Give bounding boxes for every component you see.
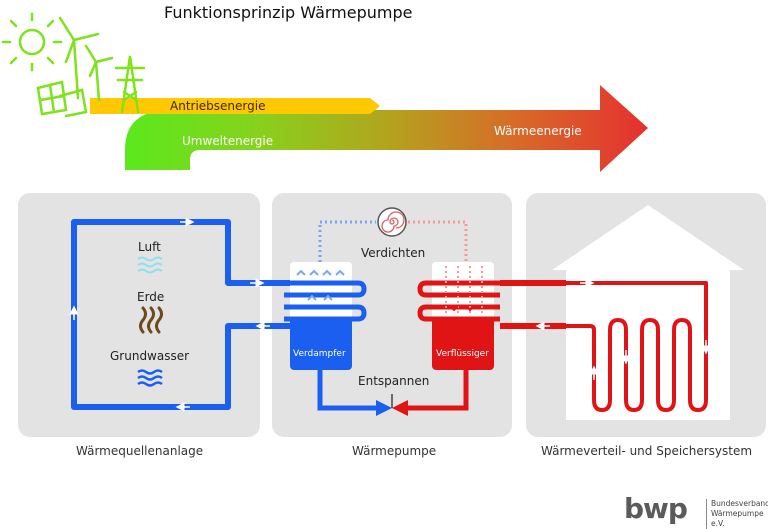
condenser xyxy=(417,262,500,370)
wind-turbine-icon xyxy=(58,16,114,102)
groundwater-waves-icon xyxy=(137,369,163,387)
solar-panel-icon xyxy=(36,80,88,118)
air-waves-icon xyxy=(137,256,163,274)
logo-text: Bundesverband Wärmepumpe e.V. xyxy=(706,499,768,529)
source-air-label: Luft xyxy=(138,240,161,254)
logo-line1: Bundesverband xyxy=(711,499,768,508)
source-loop xyxy=(71,219,290,410)
environment-energy-label: Umweltenergie xyxy=(182,134,274,148)
evaporator xyxy=(284,262,367,370)
section-label-distribution: Wärmeverteil- und Speichersystem xyxy=(541,444,753,458)
power-pylon-icon xyxy=(114,55,146,114)
renewable-energy-icons xyxy=(1,12,146,118)
source-panel xyxy=(18,193,260,437)
logo-line2: Wärmepumpe e.V. xyxy=(711,509,764,528)
drive-energy-label: Antriebsenergie xyxy=(170,99,266,113)
bwp-logo: bwp xyxy=(624,492,688,525)
underfloor-heating-coil xyxy=(500,281,708,412)
section-label-heatpump: Wärmepumpe xyxy=(352,444,437,458)
heating-flow-arrows xyxy=(535,278,711,380)
section-label-source: Wärmequellenanlage xyxy=(76,444,204,458)
expand-label: Entspannen xyxy=(358,374,430,388)
energy-arrow xyxy=(90,85,648,172)
drive-energy-band xyxy=(90,98,380,114)
heat-energy-label: Wärmeenergie xyxy=(494,124,582,138)
condenser-label: Verflüssiger xyxy=(436,349,489,359)
compressor-icon xyxy=(377,207,407,237)
source-earth-label: Erde xyxy=(137,290,165,304)
house xyxy=(552,205,744,420)
source-groundwater-label: Grundwasser xyxy=(110,349,190,363)
logo-mark: bwp xyxy=(624,492,688,525)
compressor-lines xyxy=(318,220,468,262)
refrigerant-lines xyxy=(317,370,469,411)
source-flow-arrows xyxy=(69,217,270,412)
compress-label: Verdichten xyxy=(361,246,426,260)
evaporator-label: Verdampfer xyxy=(293,349,346,359)
earth-heat-icon xyxy=(139,306,163,334)
page-title: Funktionsprinzip Wärmepumpe xyxy=(164,3,413,22)
sun-icon xyxy=(1,12,63,72)
expansion-valve-icon xyxy=(376,394,408,416)
